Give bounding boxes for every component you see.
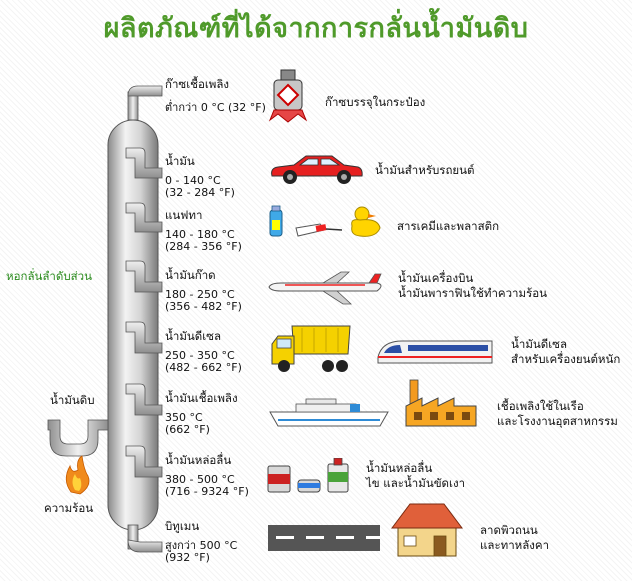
factory-icon: [405, 379, 477, 427]
fraction-name: ก๊าซเชื้อเพลิง: [165, 77, 230, 91]
fraction-name: น้ำมันเชื้อเพลิง: [165, 391, 238, 405]
fraction-name: น้ำมัน: [165, 154, 195, 168]
train-icon: [377, 340, 493, 364]
product-line: น้ำมันพาราฟินใช้ทำความร้อน: [398, 286, 548, 300]
fraction-temp-c: 0 - 140 °C: [165, 174, 221, 187]
fraction-temp-f: (716 - 9324 °F): [165, 485, 249, 498]
product-line: น้ำมันหล่อลื่น: [366, 461, 433, 475]
fraction-temp-f: (482 - 662 °F): [165, 361, 242, 374]
fraction-name: บิทูเมน: [165, 519, 200, 533]
product-line: สำหรับเครื่องยนต์หนัก: [511, 352, 621, 366]
ship-icon: [269, 398, 389, 427]
product-line: และทาหลังคา: [480, 538, 550, 552]
fraction-name: น้ำมันดีเซล: [165, 329, 222, 343]
fraction-temp: ต่ำกว่า 0 °C (32 °F): [165, 101, 266, 114]
product-line: ไข และน้ำมันขัดเงา: [366, 476, 466, 490]
product-diesel: น้ำมันดีเซล สำหรับเครื่องยนต์หนัก: [511, 337, 620, 367]
product-line: เชื้อเพลิงใช้ในเรือ: [497, 399, 584, 413]
gas-canister-icon: [268, 69, 308, 123]
fraction-name: น้ำมันก๊าด: [165, 268, 216, 282]
fraction-name: น้ำมันหล่อลื่น: [165, 453, 232, 467]
fraction-fuel-gas: ก๊าซเชื้อเพลิง ต่ำกว่า 0 °C (32 °F): [165, 78, 266, 114]
product-lubricating-oil: น้ำมันหล่อลื่น ไข และน้ำมันขัดเงา: [366, 461, 465, 491]
fraction-temp-c: สูงกว่า 500 °C: [165, 539, 238, 552]
lubricant-cans-icon: [267, 458, 349, 493]
fraction-kerosene: น้ำมันก๊าด 180 - 250 °C (356 - 482 °F): [165, 269, 242, 313]
fraction-fuel-oil: น้ำมันเชื้อเพลิง 350 °C (662 °F): [165, 392, 238, 436]
fraction-temp-c: 250 - 350 °C: [165, 349, 235, 362]
product-line: ก๊าซบรรจุในกระป๋อง: [325, 95, 426, 109]
fraction-temp-f: (662 °F): [165, 423, 210, 436]
fraction-temp-f: (32 - 284 °F): [165, 186, 235, 199]
chemicals-plastics-icon: [269, 205, 381, 237]
product-fuel-gas: ก๊าซบรรจุในกระป๋อง: [325, 95, 425, 110]
fraction-diesel: น้ำมันดีเซล 250 - 350 °C (482 - 662 °F): [165, 330, 242, 374]
fraction-temp-f: (932 °F): [165, 551, 210, 564]
truck-icon: [271, 325, 351, 372]
product-line: ลาดพิวถนน: [480, 523, 538, 537]
product-naphtha: สารเคมีและพลาสติก: [397, 219, 499, 234]
fraction-bitumen: บิทูเมน สูงกว่า 500 °C (932 °F): [165, 520, 237, 564]
product-bitumen: ลาดพิวถนน และทาหลังคา: [480, 523, 549, 553]
fraction-temp-c: 350 °C: [165, 411, 203, 424]
fraction-name: แนฟทา: [165, 208, 203, 222]
car-icon: [271, 155, 363, 184]
fraction-gasoline: น้ำมัน 0 - 140 °C (32 - 284 °F): [165, 155, 235, 199]
product-line: น้ำมันเครื่องบิน: [398, 271, 474, 285]
product-line: น้ำมันสำหรับรถยนต์: [375, 163, 475, 177]
fraction-lubricating-oil: น้ำมันหล่อลื่น 380 - 500 °C (716 - 9324 …: [165, 454, 249, 498]
heat-label: ความร้อน: [44, 501, 94, 515]
fraction-temp-c: 180 - 250 °C: [165, 288, 235, 301]
product-line: และโรงงานอุตสาหกรรม: [497, 414, 618, 428]
page-title: ผลิตภัณฑ์ที่ได้จากการกลั่นน้ำมันดิบ: [103, 13, 529, 44]
product-kerosene: น้ำมันเครื่องบิน น้ำมันพาราฟินใช้ทำความร…: [398, 271, 547, 301]
fraction-temp-f: (356 - 482 °F): [165, 300, 242, 313]
product-line: สารเคมีและพลาสติก: [397, 219, 500, 233]
house-icon: [391, 503, 463, 557]
airplane-icon: [268, 271, 382, 305]
product-fuel-oil: เชื้อเพลิงใช้ในเรือ และโรงงานอุตสาหกรรม: [497, 399, 618, 429]
road-icon: [268, 525, 380, 551]
crude-oil-label: น้ำมันดิบ: [50, 393, 95, 407]
fraction-temp-f: (284 - 356 °F): [165, 240, 242, 253]
fraction-temp-c: 380 - 500 °C: [165, 473, 235, 486]
product-line: น้ำมันดีเซล: [511, 337, 568, 351]
fraction-naphtha: แนฟทา 140 - 180 °C (284 - 356 °F): [165, 209, 242, 253]
fraction-temp-c: 140 - 180 °C: [165, 228, 235, 241]
product-gasoline: น้ำมันสำหรับรถยนต์: [375, 163, 475, 178]
column-label: หอกลั่นลำดับส่วน: [6, 269, 92, 283]
